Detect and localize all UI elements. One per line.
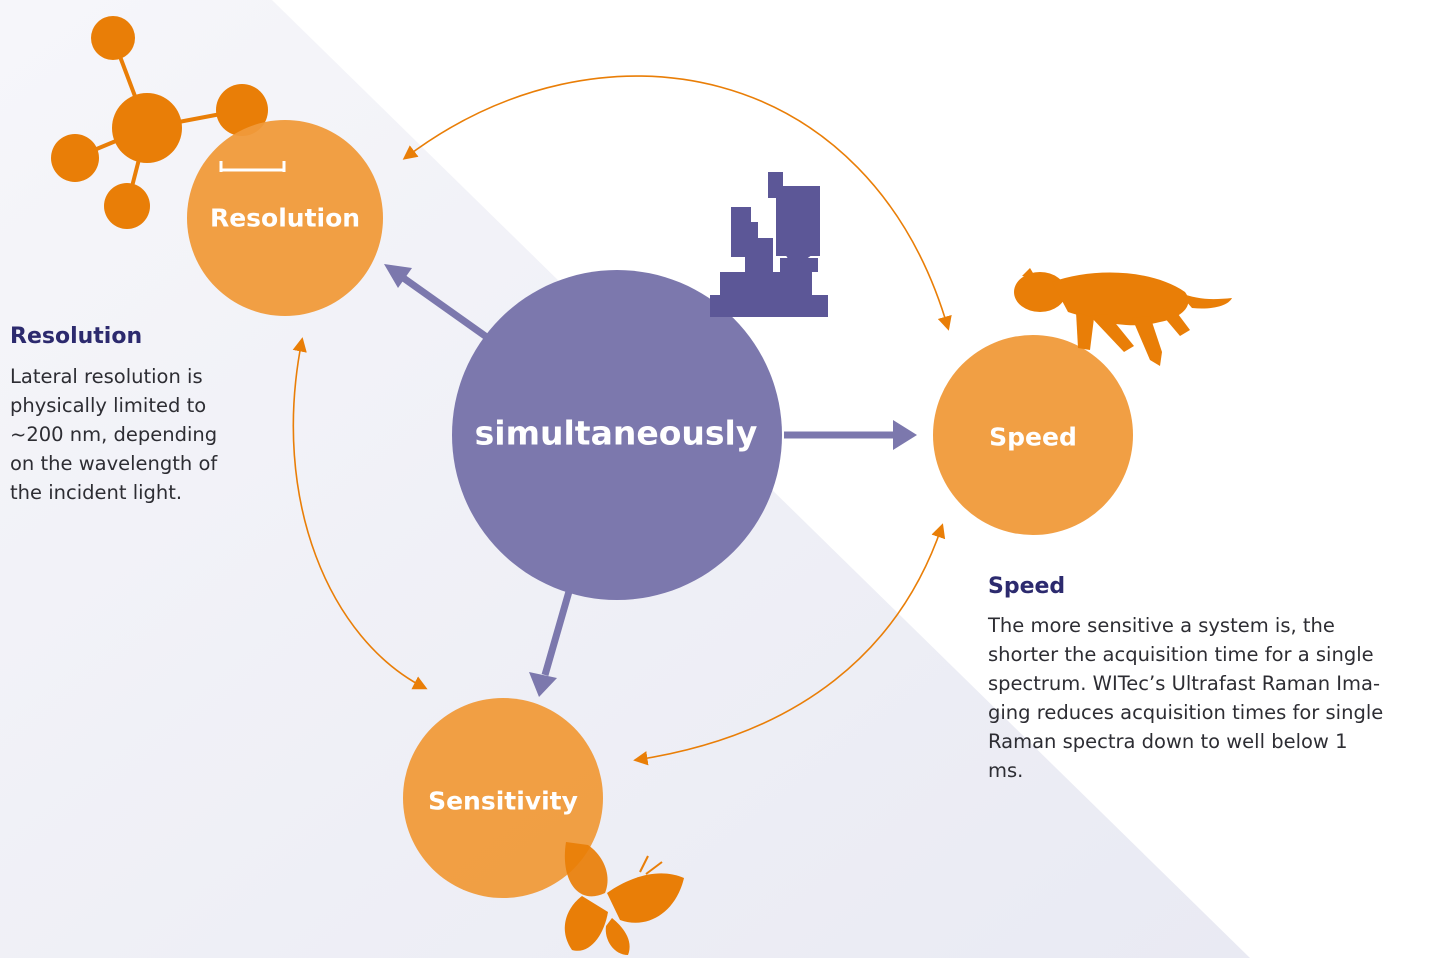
center-node <box>452 270 782 600</box>
speed-info-title: Speed <box>988 574 1066 599</box>
sensitivity-node-label: Sensitivity <box>428 786 578 816</box>
arrow-center-sensitivity <box>529 587 574 697</box>
resolution-node-label: Resolution <box>209 203 361 233</box>
arrow-speed-sensitivity <box>633 523 946 766</box>
resolution-info-body: Lateral resolution is physically limited… <box>10 365 218 504</box>
arrow-center-speed <box>784 420 917 450</box>
arrow-resolution-sensitivity <box>292 337 428 690</box>
arrow-resolution-speed <box>402 75 952 331</box>
butterfly-icon <box>564 842 684 955</box>
speed-info-body: The more sensitive a system is, the shor… <box>988 614 1384 782</box>
sensitivity-node <box>403 698 603 898</box>
resolution-info-title: Resolution <box>10 324 143 349</box>
cheetah-icon <box>1014 268 1232 366</box>
microscope-icon <box>710 172 828 317</box>
center-node-label: simultaneously <box>474 413 758 453</box>
speed-node-label: Speed <box>989 422 1077 452</box>
scale-bar-icon <box>219 161 286 172</box>
molecule-icon <box>51 16 268 229</box>
arrow-center-resolution <box>384 264 491 341</box>
speed-node <box>933 335 1133 535</box>
